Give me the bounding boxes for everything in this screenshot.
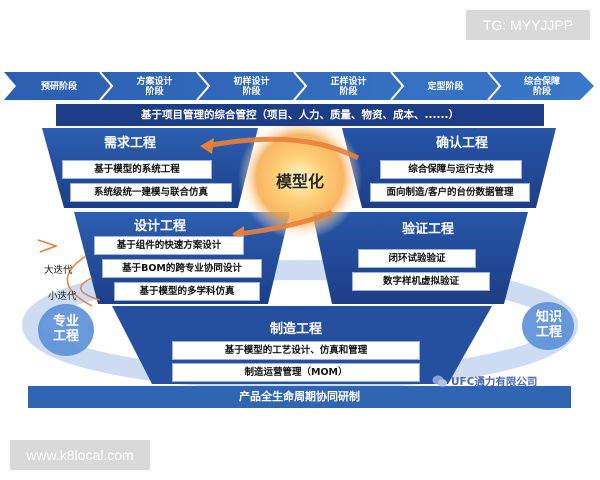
design-item-3: 基于模型的多学科仿真 bbox=[114, 282, 260, 301]
left-side-badge bbox=[38, 304, 94, 356]
confirmation-item-2: 面向制造/客户的台份数据管理 bbox=[370, 183, 530, 202]
phase-preresearch: 预研阶段 bbox=[40, 82, 77, 92]
large-iteration-label: 大迭代 bbox=[44, 265, 73, 276]
arc-lower bbox=[237, 209, 334, 237]
arc-upper bbox=[205, 136, 360, 161]
professional-engineering-label: 专业 工程 bbox=[52, 314, 79, 344]
manufacturing-item-1: 基于模型的工艺设计、仿真和管理 bbox=[172, 341, 420, 360]
phase-prototype-design: 初样设计 阶段 bbox=[233, 77, 270, 97]
requirements-item-2: 系统级统一建模与联合仿真 bbox=[70, 183, 232, 202]
phase-finalization: 定型阶段 bbox=[427, 82, 464, 92]
requirements-title: 需求工程 bbox=[104, 136, 157, 151]
small-iteration-label: 小迭代 bbox=[48, 291, 77, 302]
confirmation-item-1: 综合保障与运行支持 bbox=[380, 160, 522, 179]
company-mark: UFC通力有限公司 bbox=[432, 374, 537, 389]
design-item-2: 基于BOM的跨专业协同设计 bbox=[102, 259, 262, 278]
phase-arrow-bar bbox=[4, 71, 594, 101]
manufacturing-title: 制造工程 bbox=[270, 322, 323, 337]
knowledge-engineering-label: 知识 工程 bbox=[535, 310, 562, 340]
bottom-watermark: www.k8local.com bbox=[10, 440, 150, 470]
design-title: 设计工程 bbox=[134, 219, 187, 234]
design-item-1: 基于组件的快速方案设计 bbox=[94, 236, 244, 255]
phase-formal-design: 正样设计 阶段 bbox=[330, 77, 367, 97]
phase-support: 综合保障 阶段 bbox=[523, 77, 560, 97]
verification-title: 验证工程 bbox=[402, 222, 455, 237]
modeling-label: 模型化 bbox=[275, 172, 324, 191]
phase-scheme-design: 方案设计 阶段 bbox=[136, 77, 173, 97]
requirements-item-1: 基于模型的系统工程 bbox=[62, 160, 212, 179]
right-side-badge bbox=[522, 302, 574, 350]
wechat-icon bbox=[432, 375, 447, 387]
large-iteration-arrow bbox=[66, 255, 93, 307]
confirmation-title: 确认工程 bbox=[436, 136, 489, 151]
top-watermark: TG: MYYJJPP bbox=[466, 10, 590, 40]
lifecycle-footer: 产品全生命周期协同研制 bbox=[28, 386, 571, 408]
verification-item-1: 闭环试验验证 bbox=[358, 249, 476, 268]
verification-item-2: 数字样机虚拟验证 bbox=[352, 272, 490, 291]
company-name: UFC通力有限公司 bbox=[451, 376, 538, 388]
manufacturing-item-2: 制造运营管理（MOM） bbox=[172, 363, 420, 382]
small-iteration-arrow bbox=[80, 277, 101, 301]
management-header: 基于项目管理的综合管控（项目、人力、质量、物资、成本、......） bbox=[56, 104, 544, 126]
